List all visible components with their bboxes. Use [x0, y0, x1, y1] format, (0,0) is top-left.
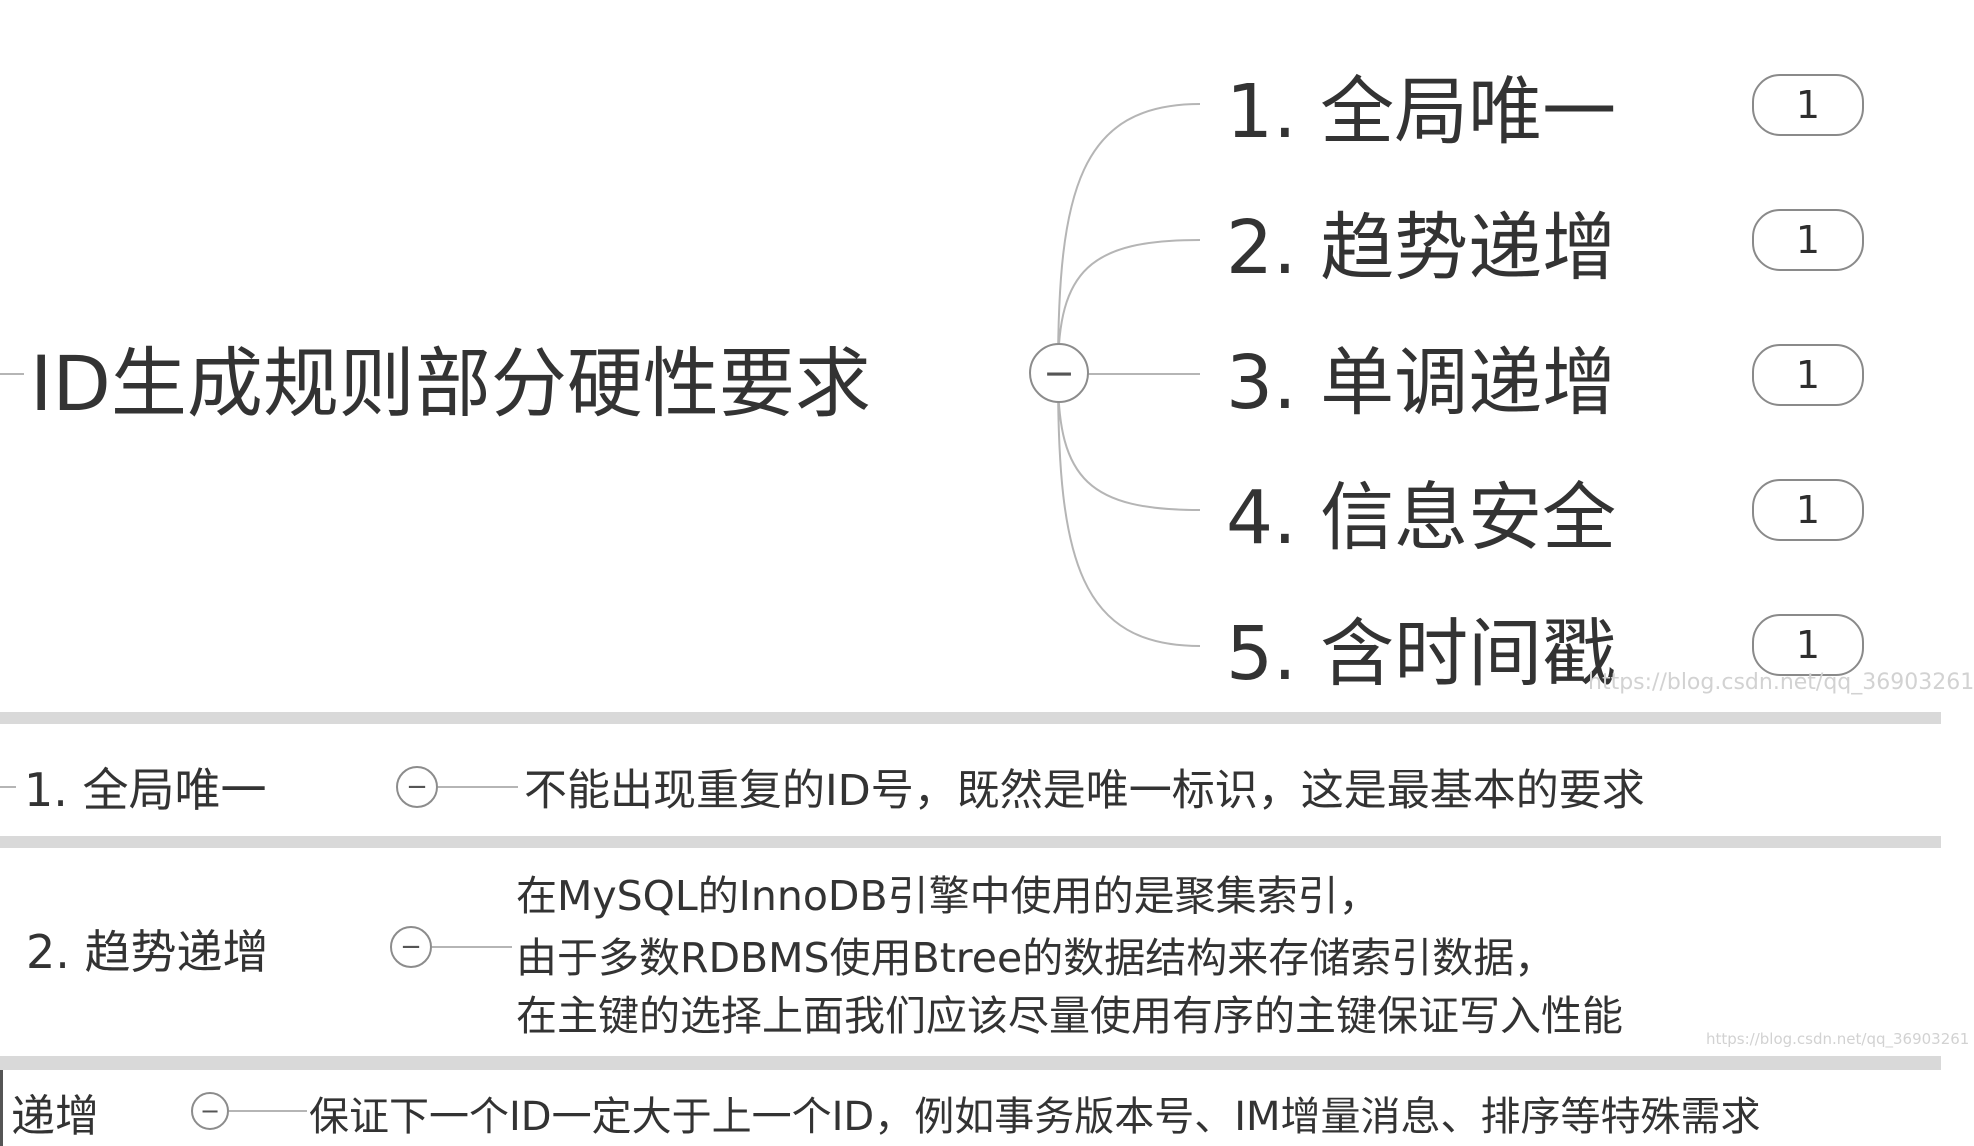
topic-monotonic-increasing[interactable]: 3. 单调递增: [1226, 340, 1617, 426]
topic-trend-increasing[interactable]: 2. 趋势递增: [1226, 205, 1617, 291]
divider: [0, 1056, 1941, 1070]
collapse-toggle[interactable]: −: [1029, 343, 1089, 403]
detail-panel-monotonic: 递增 − 保证下一个ID一定大于上一个ID，例如事务版本号、IM增量消息、排序等…: [0, 1070, 1941, 1146]
divider: [0, 836, 1941, 848]
collapse-toggle[interactable]: −: [390, 926, 432, 968]
collapse-toggle[interactable]: −: [191, 1092, 229, 1130]
watermark: https://blog.csdn.net/qq_36903261: [1588, 670, 1974, 695]
detail-text: 保证下一个ID一定大于上一个ID，例如事务版本号、IM增量消息、排序等特殊需求: [309, 1094, 1761, 1140]
topic-connector: [432, 946, 512, 948]
detail-panel-global-unique: 1. 全局唯一 − 不能出现重复的ID号，既然是唯一标识，这是最基本的要求: [0, 724, 1941, 836]
topic-count-badge[interactable]: 1: [1752, 479, 1864, 541]
detail-panel-trend-increasing: 2. 趋势递增 − 在MySQL的InnoDB引擎中使用的是聚集索引， 由于多数…: [0, 848, 1969, 1056]
divider: [0, 712, 1941, 724]
detail-line: 由于多数RDBMS使用Btree的数据结构来存储索引数据，: [516, 934, 1556, 982]
topic-connector: [438, 786, 518, 788]
detail-topic[interactable]: 2. 趋势递增: [26, 925, 269, 979]
collapse-toggle[interactable]: −: [396, 766, 438, 808]
detail-line: 在主键的选择上面我们应该尽量使用有序的主键保证写入性能: [516, 992, 1623, 1040]
watermark: https://blog.csdn.net/qq_36903261: [1706, 1030, 1970, 1048]
topic-count-badge[interactable]: 1: [1752, 209, 1864, 271]
detail-topic[interactable]: 递增: [11, 1091, 99, 1142]
mindmap-panel: ID生成规则部分硬性要求 − 1. 全局唯一 2. 趋势递增 3. 单调递增 4…: [0, 69, 1974, 697]
root-topic[interactable]: ID生成规则部分硬性要求: [30, 339, 871, 428]
topic-timestamp[interactable]: 5. 含时间戳: [1226, 611, 1617, 697]
detail-topic[interactable]: 1. 全局唯一: [24, 763, 267, 817]
topic-connector: [229, 1110, 307, 1112]
left-connector: [0, 786, 16, 788]
detail-line: 在MySQL的InnoDB引擎中使用的是聚集索引，: [516, 872, 1380, 920]
topic-count-badge[interactable]: 1: [1752, 614, 1864, 676]
topic-count-badge[interactable]: 1: [1752, 74, 1864, 136]
topic-global-unique[interactable]: 1. 全局唯一: [1226, 69, 1617, 155]
topic-info-security[interactable]: 4. 信息安全: [1226, 475, 1617, 561]
topic-count-badge[interactable]: 1: [1752, 344, 1864, 406]
detail-text: 不能出现重复的ID号，既然是唯一标识，这是最基本的要求: [524, 766, 1645, 816]
